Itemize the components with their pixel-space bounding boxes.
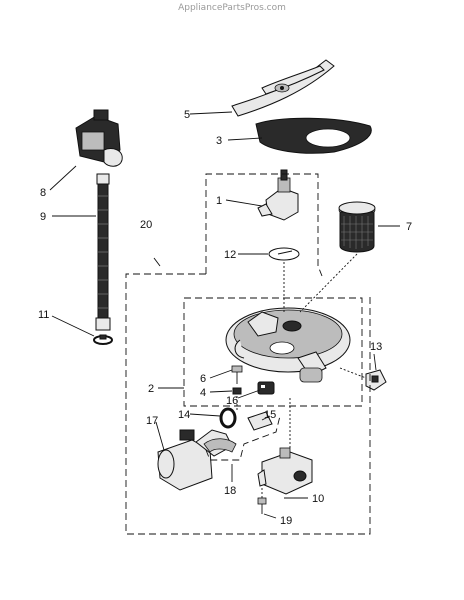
callout-15: 15 xyxy=(264,409,276,421)
callout-2: 2 xyxy=(148,383,154,395)
callout-17: 17 xyxy=(146,415,158,427)
part-3-shield[interactable] xyxy=(255,117,372,154)
part-7-filter[interactable] xyxy=(338,201,376,253)
guide-lines xyxy=(236,253,367,498)
callout-4: 4 xyxy=(200,387,206,399)
callout-9: 9 xyxy=(40,211,46,223)
part-6-screw[interactable] xyxy=(231,365,243,384)
callout-1: 1 xyxy=(216,195,222,207)
group-20-outline xyxy=(125,173,371,535)
group-18-outline xyxy=(205,415,281,461)
callout-8: 8 xyxy=(40,187,46,199)
callout-3: 3 xyxy=(216,135,222,147)
part-13-clip[interactable] xyxy=(365,369,387,391)
part-11-clamp[interactable] xyxy=(93,334,113,345)
group-2-outline xyxy=(183,297,363,407)
callout-16: 16 xyxy=(226,395,238,407)
part-14-seal[interactable] xyxy=(219,407,237,429)
part-15-bracket[interactable] xyxy=(247,411,273,431)
callout-6: 6 xyxy=(200,373,206,385)
callout-labels: 5 3 1 12 7 8 9 20 11 2 6 4 16 14 17 15 1… xyxy=(38,109,412,527)
callout-19: 19 xyxy=(280,515,292,527)
callout-13: 13 xyxy=(370,341,382,353)
callout-5: 5 xyxy=(184,109,190,121)
part-12-disc[interactable] xyxy=(268,247,300,261)
callout-14: 14 xyxy=(178,409,190,421)
callout-12: 12 xyxy=(224,249,236,261)
callout-18: 18 xyxy=(224,485,236,497)
part-4-screw[interactable] xyxy=(232,387,242,395)
part-5-spray-arm[interactable] xyxy=(231,59,335,117)
part-16-connector[interactable] xyxy=(257,381,275,395)
callout-20: 20 xyxy=(140,219,152,231)
callout-10: 10 xyxy=(312,493,324,505)
callout-11: 11 xyxy=(38,309,49,321)
part-1-diverter[interactable] xyxy=(257,169,299,221)
part-8-valve[interactable] xyxy=(75,109,123,167)
callout-7: 7 xyxy=(406,221,412,233)
watermark-text: AppliancePartsPros.com xyxy=(178,3,286,13)
part-10-housing[interactable] xyxy=(257,447,313,495)
part-19-screw[interactable] xyxy=(257,497,267,514)
part-17-pump[interactable] xyxy=(157,429,237,491)
part-2-sump[interactable] xyxy=(225,307,351,383)
part-9-hose[interactable] xyxy=(95,173,111,331)
leader-lines xyxy=(49,111,400,519)
